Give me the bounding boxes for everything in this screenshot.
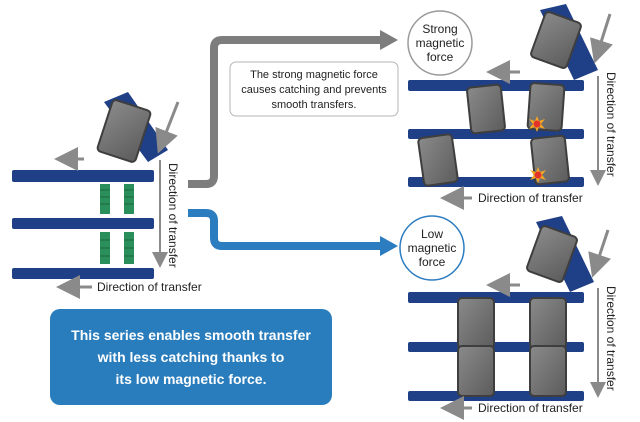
bottom-plate-3 <box>457 345 495 397</box>
catch-spark-1 <box>529 116 545 132</box>
top-direction-vertical: Direction of transfer <box>604 72 618 177</box>
strong-badge-line3: force <box>427 50 454 64</box>
gray-connector-arrow <box>188 36 382 188</box>
top-chute-plate <box>530 11 582 69</box>
bottom-diagonal-arrow <box>588 229 612 278</box>
low-badge-line2: magnetic <box>408 241 457 255</box>
left-rail-bottom <box>12 268 154 279</box>
left-rail-middle <box>12 218 154 229</box>
note-line3: smooth transfers. <box>272 99 357 111</box>
top-panel: Strong magnetic force The strong magneti… <box>229 4 618 210</box>
blue-connector-arrow <box>188 209 382 250</box>
bottom-plate-4 <box>529 345 567 397</box>
left-direction-horizontal: Direction of transfer <box>97 280 202 294</box>
callout-line3: its low magnetic force. <box>116 371 267 387</box>
strong-force-badge <box>407 10 473 76</box>
low-badge-line1: Low <box>421 227 443 241</box>
low-force-badge <box>399 215 465 281</box>
left-tilted-plate <box>96 99 152 163</box>
bottom-direction-horizontal: Direction of transfer <box>478 401 583 415</box>
callout-line1: This series enables smooth transfer <box>71 327 311 343</box>
strong-force-note-box <box>229 61 399 117</box>
catch-spark-2 <box>530 167 546 183</box>
callout-box: This series enables smooth transfer with… <box>50 309 332 405</box>
strong-badge-line1: Strong <box>422 22 457 36</box>
left-rail-top <box>12 170 154 182</box>
bottom-plate-2 <box>529 297 567 349</box>
top-direction-horizontal: Direction of transfer <box>478 191 583 205</box>
low-badge-line3: force <box>419 255 446 269</box>
left-diagonal-arrow <box>155 101 180 154</box>
blue-connector-arrowhead <box>380 236 398 256</box>
top-plate-1 <box>466 83 506 135</box>
bottom-direction-vertical: Direction of transfer <box>604 286 618 391</box>
left-magnets <box>100 184 134 264</box>
note-line2: causes catching and prevents <box>241 84 387 96</box>
bottom-panel: Low magnetic force Direction of transfer… <box>399 215 618 420</box>
note-line1: The strong magnetic force <box>250 69 378 81</box>
gray-connector-arrowhead <box>380 30 398 50</box>
left-direction-vertical: Direction of transfer <box>166 163 180 268</box>
top-diagonal-arrow <box>590 13 613 64</box>
bottom-chute-plate <box>526 225 578 283</box>
strong-badge-line2: magnetic <box>416 36 465 50</box>
bottom-plate-1 <box>457 297 495 349</box>
left-mechanism: Direction of transfer Direction of trans… <box>12 92 202 299</box>
top-plate-3 <box>417 133 459 187</box>
callout-line2: with less catching thanks to <box>97 349 285 365</box>
